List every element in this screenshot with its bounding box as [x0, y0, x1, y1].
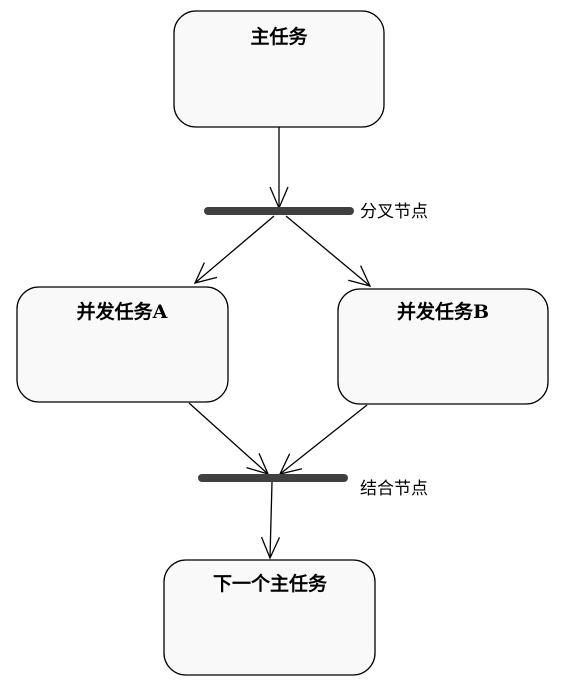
join-node: 结合节点 [198, 474, 428, 499]
flow-line [188, 402, 269, 475]
next-main-task-box [163, 559, 376, 676]
concurrent-task-a-label: 并发任务A [77, 300, 168, 323]
flow-fork-to-task-b [285, 215, 372, 287]
concurrent-task-a-box [16, 286, 229, 403]
flow-task-b-to-join [278, 404, 368, 475]
flow-line [285, 215, 371, 287]
join-node-label: 结合节点 [360, 479, 428, 499]
flow-main-to-fork [269, 127, 289, 210]
concurrent-task-b-box [337, 288, 549, 405]
arrowhead [348, 265, 372, 287]
flow-fork-to-task-a [193, 215, 275, 284]
concurrent-task-a-node: 并发任务A [16, 286, 229, 403]
arrowhead [193, 262, 218, 284]
arrowhead [260, 536, 281, 560]
main-task-node: 主任务 [173, 10, 385, 128]
fork-node: 分叉节点 [204, 202, 428, 222]
concurrent-task-b-node: 并发任务B [337, 288, 549, 405]
flow-line [194, 215, 275, 284]
flow-task-a-to-join [188, 402, 270, 476]
flow-line [279, 404, 368, 475]
fork-node-label: 分叉节点 [360, 202, 428, 222]
next-main-task-node: 下一个主任务 [163, 559, 376, 676]
next-main-task-label: 下一个主任务 [213, 572, 328, 595]
main-task-label: 主任务 [250, 25, 308, 48]
concurrent-task-b-label: 并发任务B [397, 300, 489, 323]
flow-line [269, 481, 273, 559]
flow-join-to-next-task [260, 481, 281, 560]
